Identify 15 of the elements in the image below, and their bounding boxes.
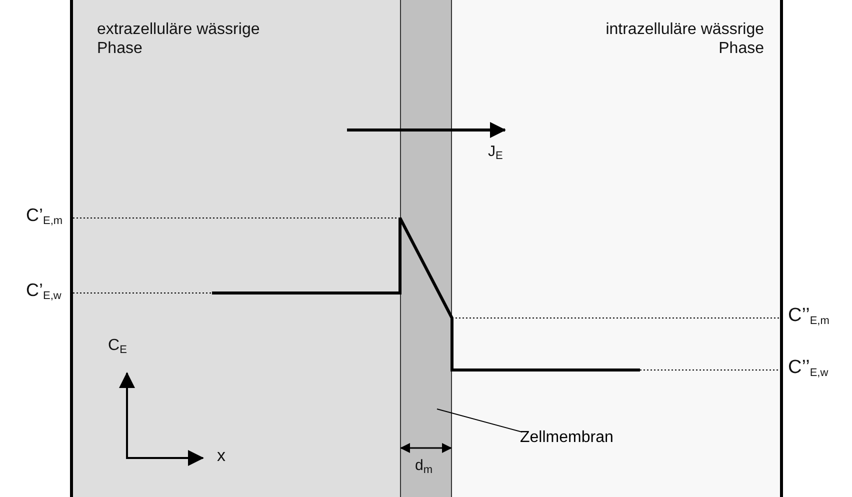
extracellular-region	[70, 0, 400, 497]
symbol-label: C’’$_{E,m}$	[788, 305, 830, 327]
symbol-label: C’$_{E,m}$	[26, 205, 63, 227]
dimension-label: d$_{m}$	[415, 457, 433, 476]
leader-line	[436, 408, 522, 432]
axis-label: x	[217, 446, 226, 466]
symbol-label: C’$_{E,w}$	[26, 280, 62, 302]
symbol-label: C’’$_{E,w}$	[788, 357, 828, 379]
axis-label: C$_{E}$	[108, 337, 127, 356]
symbol-label: J$_{E}$	[488, 143, 503, 162]
label-text: Zellmembran	[520, 426, 632, 450]
intracellular-region	[452, 0, 783, 497]
region-label: intrazelluläre wässrige Phase	[604, 20, 764, 58]
membrane-band	[400, 0, 452, 497]
region-label: extrazelluläre wässrige Phase	[97, 20, 261, 58]
